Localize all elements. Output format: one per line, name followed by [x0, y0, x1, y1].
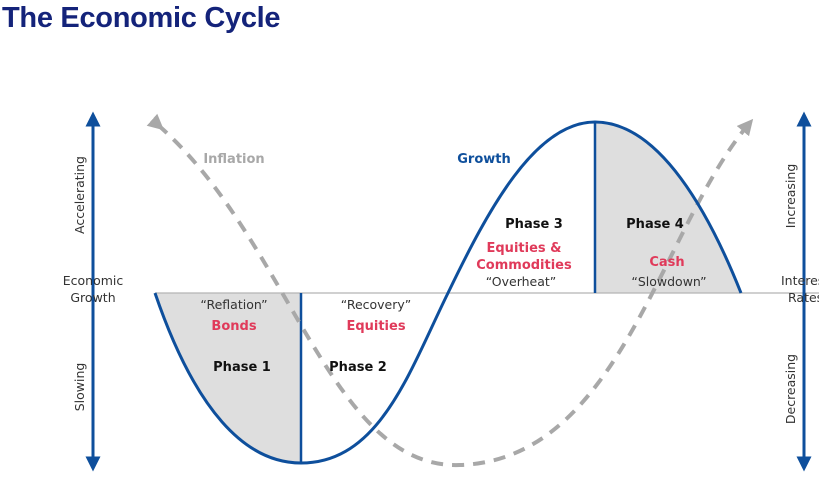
phase1-shaded-region [155, 293, 301, 463]
growth-label: Growth [457, 152, 511, 167]
phase2-label: Phase 2 [329, 360, 387, 375]
left-axis-middle-label-1: Economic [63, 273, 124, 288]
phase2-asset-label: Equities [346, 319, 405, 334]
phase3-stage-label: “Overheat” [486, 274, 557, 289]
left-axis-bottom-label: Slowing [72, 363, 87, 412]
phase1-asset-label: Bonds [211, 319, 256, 334]
phase3-asset-label-line2: Commodities [476, 258, 572, 273]
right-axis-middle-label-1: Interest [781, 273, 819, 288]
growth-curve [153, 120, 743, 465]
phase4-asset-label: Cash [649, 255, 684, 270]
phase4-label: Phase 4 [626, 217, 684, 232]
right-axis-top-label: Increasing [783, 164, 798, 229]
left-axis-middle-label-2: Growth [70, 290, 115, 305]
phase1-label: Phase 1 [213, 360, 271, 375]
phase1-stage-label: “Reflation” [200, 297, 267, 312]
inflation-label: Inflation [203, 152, 264, 167]
page-title: The Economic Cycle [2, 2, 281, 34]
phase3-asset-label: Equities & [487, 241, 562, 256]
right-axis-bottom-label: Decreasing [783, 354, 798, 424]
inflation-curve [146, 113, 754, 468]
phase4-shaded-region [595, 122, 741, 293]
left-axis-top-label: Accelerating [72, 156, 87, 234]
phase4-stage-label: “Slowdown” [631, 274, 706, 289]
right-axis-middle-label-2: Rates [788, 290, 819, 305]
phase2-stage-label: “Recovery” [341, 297, 412, 312]
phase3-label: Phase 3 [505, 217, 563, 232]
